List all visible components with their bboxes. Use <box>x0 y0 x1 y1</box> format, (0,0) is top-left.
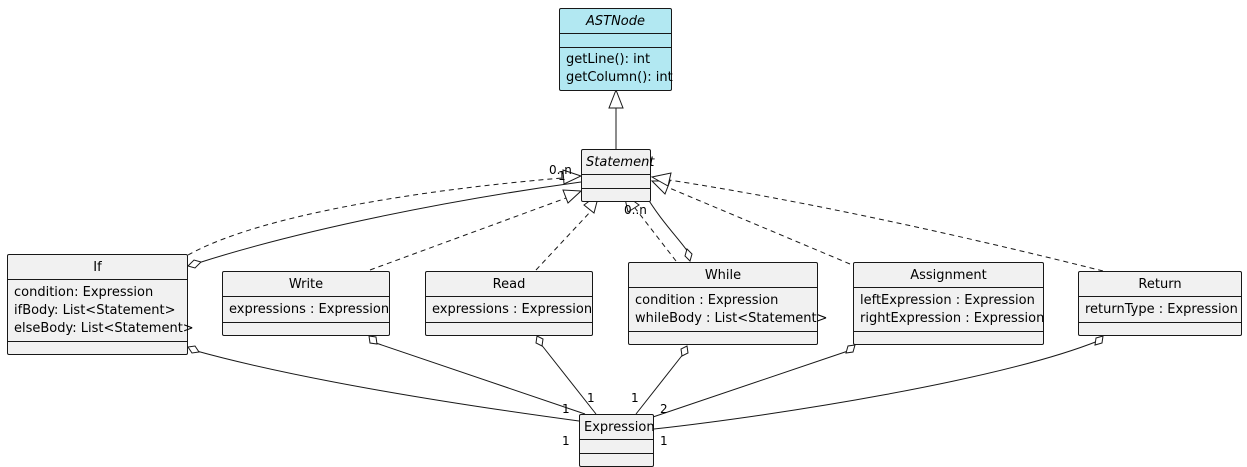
edge-assignment-expression <box>649 350 849 419</box>
class-return[interactable]: Return returnType : Expression <box>1078 271 1242 336</box>
class-attributes: condition: Expression ifBody: List<State… <box>8 280 194 342</box>
edge-if-implements-statement <box>187 177 563 256</box>
class-name: Read <box>426 272 592 297</box>
method: getLine(): int <box>566 52 651 67</box>
multiplicity-if-expression: 1 <box>562 434 570 448</box>
attribute: elseBody: List<Statement> <box>14 321 194 336</box>
class-attributes <box>582 175 650 189</box>
inherit-arrow-write <box>562 189 583 204</box>
class-name: ASTNode <box>560 9 671 34</box>
attribute: leftExpression : Expression <box>860 293 1035 308</box>
class-name: Assignment <box>854 263 1043 288</box>
class-attributes: condition : Expression whileBody : List<… <box>629 288 828 332</box>
edge-write-implements-statement <box>369 193 578 271</box>
class-if[interactable]: If condition: Expression ifBody: List<St… <box>7 254 194 355</box>
class-methods <box>8 342 187 354</box>
aggregation-diamond-while-expr <box>680 345 689 357</box>
class-name: While <box>629 263 817 288</box>
inherit-arrow-if <box>562 169 583 185</box>
class-methods <box>223 323 389 335</box>
class-name: Statement <box>582 150 654 175</box>
class-attributes <box>560 34 671 48</box>
class-methods <box>629 332 817 344</box>
attribute: returnType : Expression <box>1085 302 1238 317</box>
multiplicity-assignment-expression: 2 <box>660 402 668 416</box>
edge-read-expression <box>539 342 597 415</box>
class-methods <box>854 332 1043 344</box>
class-name: Return <box>1079 272 1241 297</box>
class-astnode[interactable]: ASTNode getLine(): int getColumn(): int <box>559 8 673 91</box>
multiplicity-return-expression: 1 <box>660 434 668 448</box>
class-expression[interactable]: Expression <box>579 414 655 467</box>
class-while[interactable]: While condition : Expression whileBody :… <box>628 262 828 345</box>
attribute: ifBody: List<Statement> <box>14 303 176 318</box>
attribute: condition: Expression <box>14 285 154 300</box>
class-methods <box>580 454 653 466</box>
class-read[interactable]: Read expressions : Expression <box>425 271 593 336</box>
attribute: expressions : Expression <box>432 302 593 317</box>
multiplicity-write-expression: 1 <box>562 402 570 416</box>
class-write[interactable]: Write expressions : Expression <box>222 271 390 336</box>
class-name: Expression <box>580 415 655 440</box>
edge-while-implements-statement <box>634 207 677 262</box>
edge-if-expression <box>192 349 580 422</box>
aggregation-diamond-if-statement <box>187 259 202 269</box>
class-attributes <box>580 440 653 454</box>
class-methods <box>1079 323 1241 335</box>
class-name: If <box>8 255 187 280</box>
attribute: expressions : Expression <box>229 302 390 317</box>
method: getColumn(): int <box>566 70 673 85</box>
multiplicity-while-expression: 1 <box>631 391 639 405</box>
class-methods <box>426 323 592 335</box>
edge-if-aggregates-statement <box>194 181 582 265</box>
class-attributes: expressions : Expression <box>223 297 389 323</box>
edge-while-expression <box>635 352 685 415</box>
edge-assignment-implements-statement <box>666 186 851 265</box>
aggregation-diamond-return <box>1094 335 1104 346</box>
attribute: rightExpression : Expression <box>860 311 1045 326</box>
multiplicity-read-expression: 1 <box>587 391 595 405</box>
edge-return-expression <box>653 340 1099 430</box>
edge-while-aggregates-statement <box>644 193 689 253</box>
class-attributes: returnType : Expression <box>1079 297 1241 323</box>
inherit-arrow-astnode <box>608 88 624 109</box>
class-attributes: leftExpression : Expression rightExpress… <box>854 288 1045 332</box>
class-assignment[interactable]: Assignment leftExpression : Expression r… <box>853 262 1044 345</box>
attribute: whileBody : List<Statement> <box>635 311 828 326</box>
aggregation-diamond-if-expression <box>187 345 200 354</box>
inherit-arrow-return <box>650 172 672 187</box>
aggregation-diamond-write <box>368 335 378 345</box>
edge-write-expression <box>372 341 586 415</box>
aggregation-diamond-while-statement <box>684 248 693 262</box>
class-statement[interactable]: Statement <box>581 149 654 202</box>
attribute: condition : Expression <box>635 293 779 308</box>
multiplicity-while-statement: 0..n <box>624 203 647 217</box>
edge-read-implements-statement <box>535 209 593 271</box>
class-methods: getLine(): int getColumn(): int <box>560 48 673 90</box>
edge-return-implements-statement <box>668 179 1104 272</box>
class-methods <box>582 189 650 201</box>
aggregation-diamond-read <box>535 335 544 347</box>
aggregation-diamond-assignment <box>845 344 856 354</box>
multiplicity-if-statement-source: 1 <box>558 169 566 183</box>
class-attributes: expressions : Expression <box>426 297 592 323</box>
multiplicity-if-statement: 0..n <box>549 163 572 177</box>
class-name: Write <box>223 272 389 297</box>
